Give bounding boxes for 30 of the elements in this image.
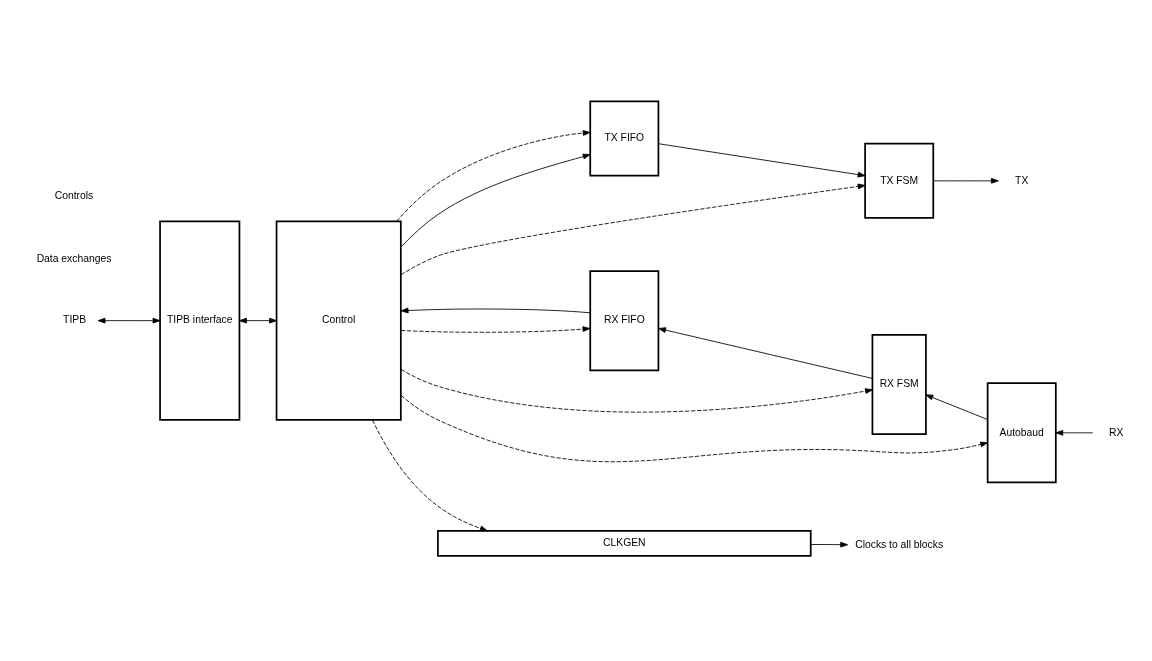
node-box: Autobaud	[986, 381, 1057, 483]
arrow	[396, 129, 591, 222]
legend-label: Controls	[54, 189, 94, 201]
arrow	[658, 142, 866, 177]
arrow	[400, 368, 873, 413]
arrow	[400, 183, 866, 275]
legend-label: Data exchanges	[36, 252, 112, 264]
node-box: TIPB interface	[159, 220, 241, 421]
node-text: Clocks to all blocks	[855, 538, 944, 550]
arrow	[932, 177, 999, 184]
arrow	[400, 325, 591, 333]
arrow	[1055, 429, 1094, 436]
node-box: Control	[275, 220, 402, 421]
arrow	[658, 326, 873, 379]
arrow	[400, 153, 591, 248]
arrow	[810, 541, 849, 547]
node-text: TX	[1015, 174, 1029, 186]
arrow	[239, 317, 277, 323]
arrow	[400, 307, 591, 313]
node-box: CLKGEN	[437, 529, 812, 557]
node-box: RX FSM	[871, 333, 927, 435]
node-box: TX FSM	[864, 142, 935, 219]
arrow	[400, 394, 988, 462]
node-box: TX FIFO	[589, 100, 660, 177]
node-text: RX	[1109, 426, 1124, 437]
node-text: TIPB	[63, 313, 87, 325]
arrow	[925, 393, 989, 420]
arrow	[372, 419, 488, 531]
node-box: RX FIFO	[589, 269, 660, 371]
arrow	[97, 317, 161, 323]
